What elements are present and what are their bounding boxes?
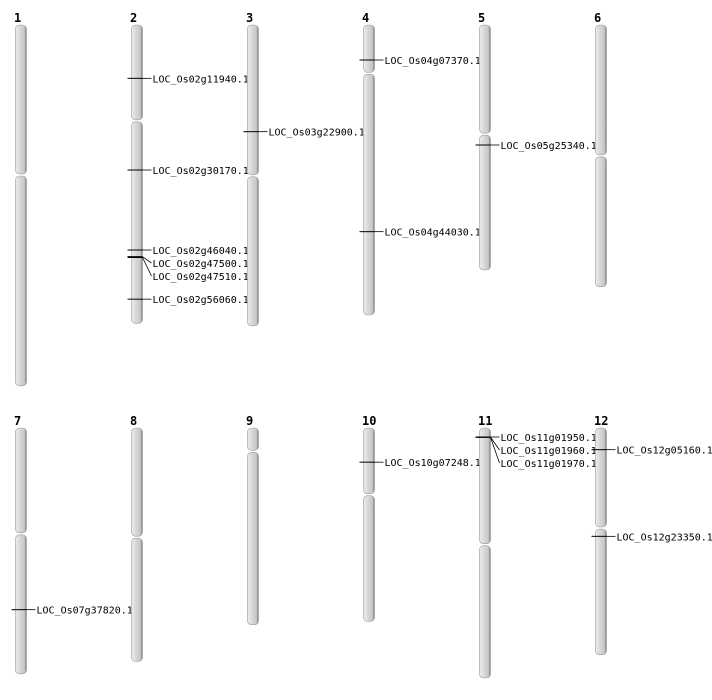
gene-label: LOC_Os12g23350.1 xyxy=(617,532,712,543)
gene-label: LOC_Os10g07248.1 xyxy=(385,458,481,469)
gene-label: LOC_Os02g11940.1 xyxy=(153,74,249,85)
chromosome-short-arm xyxy=(595,427,607,528)
chromosome-long-arm xyxy=(595,528,607,655)
chromosome-label: 4 xyxy=(362,11,369,25)
gene-label: LOC_Os02g47500.1 xyxy=(153,259,249,270)
gene-label: LOC_Os07g37820.1 xyxy=(37,606,133,617)
chromosome-short-arm xyxy=(595,24,607,156)
chromosome-short-arm xyxy=(479,427,491,544)
chromosome-short-arm xyxy=(479,24,491,134)
chromosome-label: 9 xyxy=(246,414,253,428)
chromosome-short-arm xyxy=(131,24,143,121)
chromosome-long-arm xyxy=(247,452,259,625)
gene-label: LOC_Os11g01970.1 xyxy=(501,459,597,470)
gene-label: LOC_Os02g56060.1 xyxy=(153,295,249,306)
chromosome-long-arm xyxy=(15,175,27,387)
chromosome-long-arm xyxy=(247,176,259,327)
gene-label: LOC_Os03g22900.1 xyxy=(269,128,365,139)
gene-label: LOC_Os02g47510.1 xyxy=(153,272,249,283)
gene-label: LOC_Os05g25340.1 xyxy=(501,141,597,152)
chromosome-label: 12 xyxy=(594,414,608,428)
marker-connector xyxy=(142,256,152,264)
chromosome-label: 2 xyxy=(130,11,137,25)
chromosome-long-arm xyxy=(131,537,143,662)
chromosome-label: 8 xyxy=(130,414,137,428)
chromosome-long-arm xyxy=(479,134,491,271)
gene-label: LOC_Os02g30170.1 xyxy=(153,166,249,177)
chromosome-long-arm xyxy=(479,545,491,679)
chromosome-long-arm xyxy=(595,156,607,287)
chromosome-label: 11 xyxy=(478,414,492,428)
gene-label: LOC_Os11g01960.1 xyxy=(501,446,597,457)
chromosome-long-arm xyxy=(131,121,143,324)
chromosome-label: 6 xyxy=(594,11,601,25)
chromosome-long-arm xyxy=(363,495,375,622)
chromosome-short-arm xyxy=(363,427,375,494)
marker-connector xyxy=(490,436,500,451)
gene-label: LOC_Os04g44030.1 xyxy=(385,228,481,239)
marker-connector xyxy=(142,257,152,277)
gene-label: LOC_Os12g05160.1 xyxy=(617,446,712,457)
chromosome-label: 3 xyxy=(246,11,253,25)
chromosome-long-arm xyxy=(363,74,375,316)
chromosome-short-arm xyxy=(15,24,27,175)
chromosome-short-arm xyxy=(15,427,27,534)
chromosome-label: 7 xyxy=(14,414,21,428)
chromosome-label: 10 xyxy=(362,414,376,428)
chromosome-label: 5 xyxy=(478,11,485,25)
gene-label: LOC_Os02g46040.1 xyxy=(153,246,249,257)
chromosome-label: 1 xyxy=(14,11,21,25)
chromosome-short-arm xyxy=(363,24,375,73)
chromosome-short-arm xyxy=(247,427,259,451)
gene-label: LOC_Os11g01950.1 xyxy=(501,433,597,444)
gene-label: LOC_Os04g07370.1 xyxy=(385,56,481,67)
chromosome-long-arm xyxy=(15,534,27,675)
marker-connector xyxy=(490,437,500,464)
chromosome-short-arm xyxy=(247,24,259,176)
chromosome-short-arm xyxy=(131,427,143,537)
